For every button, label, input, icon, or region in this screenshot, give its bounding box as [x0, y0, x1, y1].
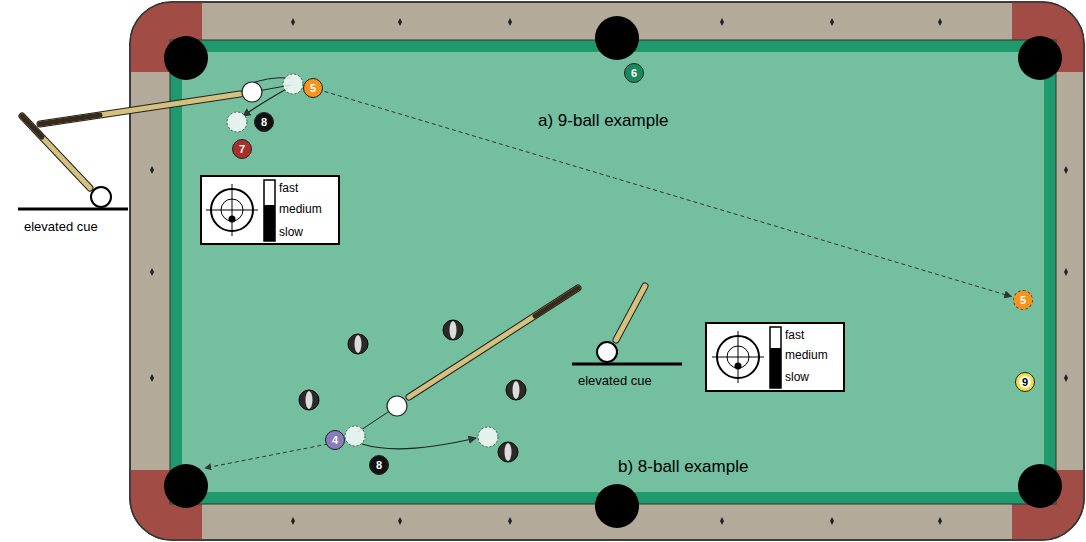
- speed-gauge-panel: fast medium slow: [200, 175, 340, 245]
- speed-gauge: [705, 322, 845, 392]
- icon-caption: elevated cue: [578, 374, 652, 388]
- speed-level: slow: [785, 371, 809, 383]
- object-ball: 7: [232, 139, 252, 159]
- striped-ball: [348, 334, 368, 354]
- target-ball: 5: [1013, 290, 1033, 310]
- striped-ball: [443, 320, 463, 340]
- cushion: [170, 40, 1056, 504]
- ball-number: 5: [310, 83, 316, 94]
- speed-level: fast: [785, 329, 804, 341]
- ball-number: 8: [376, 460, 382, 471]
- example-title: a) 9-ball example: [538, 112, 668, 131]
- shot-b: [205, 288, 578, 468]
- ball-number: 6: [631, 68, 637, 79]
- ball-number: 4: [332, 435, 338, 446]
- speed-level: slow: [279, 226, 303, 238]
- corner-pieces: [130, 2, 1084, 540]
- speed-gauge-panel: fast medium slow: [705, 322, 845, 392]
- elevated-cue-icon: [572, 286, 682, 364]
- object-ball: 8: [254, 112, 274, 132]
- speed-level: medium: [279, 203, 322, 215]
- table-rail: [130, 2, 1084, 540]
- ball-number: 9: [1022, 377, 1028, 388]
- object-ball: 6: [624, 63, 644, 83]
- striped-ball: [506, 380, 526, 400]
- example-title: b) 8-ball example: [618, 458, 748, 477]
- object-ball: 4: [325, 430, 345, 450]
- icon-caption: elevated cue: [24, 220, 98, 234]
- cloth: [182, 52, 1044, 492]
- object-ball: 8: [369, 455, 389, 475]
- elevated-cue-icon: [18, 116, 128, 209]
- striped-ball: [498, 442, 518, 462]
- shot-a: [40, 74, 303, 132]
- object-ball: 9: [1015, 372, 1035, 392]
- pockets: [164, 16, 1062, 528]
- ball-number: 5: [1020, 295, 1026, 306]
- speed-gauge: [200, 175, 340, 245]
- shot-path: [324, 91, 1011, 296]
- speed-level: fast: [279, 182, 298, 194]
- object-ball: 5: [303, 78, 323, 98]
- ball-number: 8: [261, 117, 267, 128]
- speed-level: medium: [785, 349, 828, 361]
- striped-ball: [299, 390, 319, 410]
- rail-sights: [150, 18, 1068, 525]
- ball-number: 7: [239, 144, 245, 155]
